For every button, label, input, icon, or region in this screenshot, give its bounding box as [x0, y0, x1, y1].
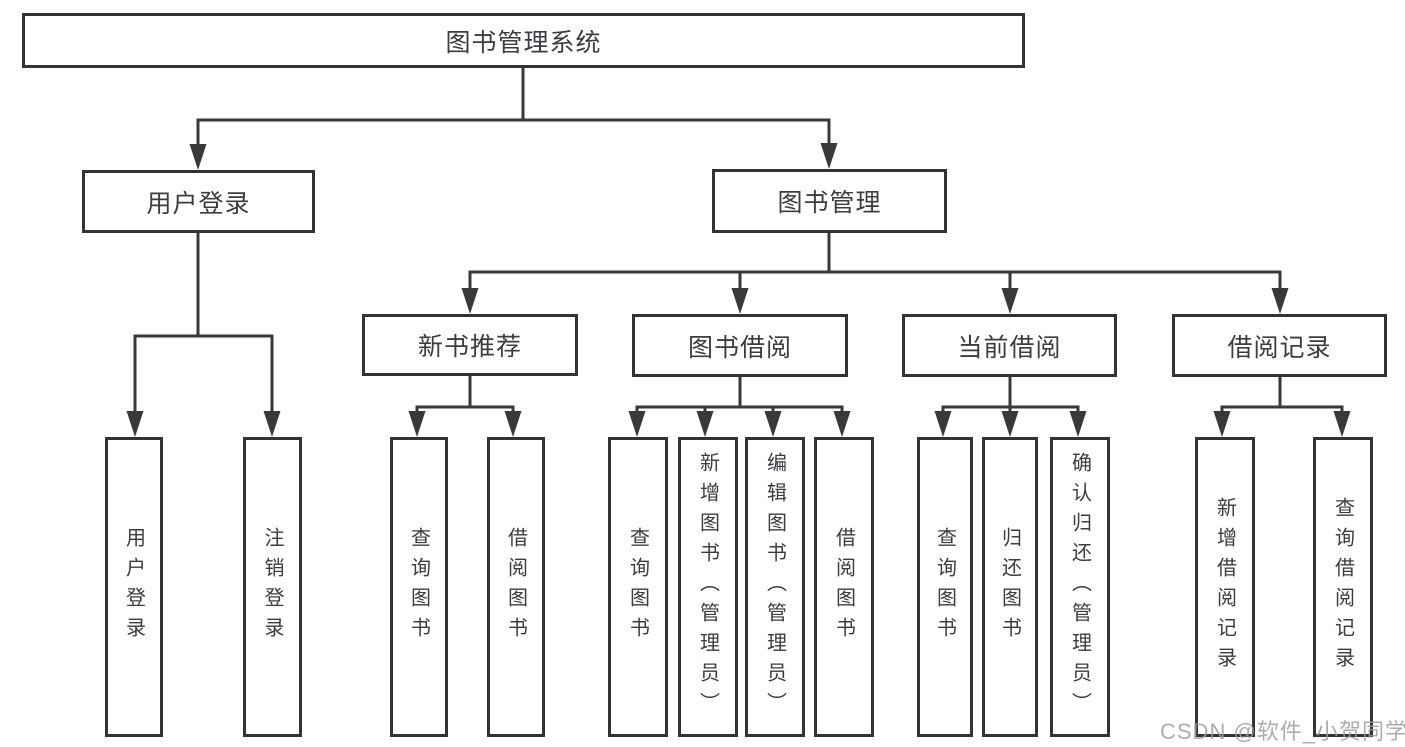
arrowhead-icon	[764, 411, 782, 437]
connector	[1213, 375, 1351, 437]
node-borrowing-records: 借阅记录	[1172, 314, 1387, 377]
node-label: 借阅图书	[504, 527, 527, 647]
node-leaf-query-books-2: 查询图书	[608, 437, 668, 737]
arrowhead-icon	[126, 411, 144, 437]
node-label: 图书管理	[777, 189, 882, 217]
arrowhead-icon	[461, 288, 479, 314]
node-label: 借阅记录	[1227, 333, 1332, 362]
node-label: 查询图书	[933, 527, 956, 647]
node-label: 当前借阅	[957, 333, 1062, 362]
node-label: 新书推荐	[417, 333, 522, 361]
node-label: 查询借阅记录	[1331, 497, 1354, 677]
node-label: 编辑图书（管理员）	[763, 452, 786, 722]
node-label: 新增图书（管理员）	[696, 452, 719, 722]
node-new-book-recommend: 新书推荐	[362, 314, 578, 376]
arrowhead-icon	[1213, 411, 1231, 437]
node-current-borrowing: 当前借阅	[902, 314, 1117, 377]
node-label: 图书借阅	[687, 333, 792, 362]
arrowhead-icon	[696, 411, 714, 437]
node-book-management: 图书管理	[712, 169, 947, 233]
node-leaf-return-books: 归还图书	[982, 437, 1038, 737]
arrowhead-icon	[408, 411, 426, 437]
arrowhead-icon	[189, 144, 207, 170]
arrowhead-icon	[263, 411, 281, 437]
arrowhead-icon	[820, 143, 838, 169]
arrowhead-icon	[1001, 411, 1019, 437]
arrowhead-icon	[628, 411, 646, 437]
arrowhead-icon	[504, 411, 522, 437]
node-book-borrowing: 图书借阅	[632, 314, 848, 377]
arrowhead-icon	[1001, 288, 1019, 314]
arrowhead-icon	[731, 288, 749, 314]
node-label: 归还图书	[998, 527, 1021, 647]
node-label: 查询图书	[626, 527, 649, 647]
arrowhead-icon	[1069, 411, 1087, 437]
node-leaf-add-books-admin: 新增图书（管理员）	[678, 437, 738, 737]
node-label: 新增借阅记录	[1213, 497, 1236, 677]
node-leaf-borrow-books-2: 借阅图书	[814, 437, 874, 737]
node-leaf-query-borrow-record: 查询借阅记录	[1313, 437, 1373, 737]
node-leaf-borrow-books-1: 借阅图书	[487, 437, 545, 737]
connector	[934, 375, 1087, 437]
node-label: 图书管理系统	[445, 28, 602, 57]
watermark: CSDN @软件_小贺同学	[1160, 719, 1405, 744]
connector	[126, 231, 281, 437]
node-leaf-edit-books-admin: 编辑图书（管理员）	[745, 437, 805, 737]
connector	[408, 375, 522, 437]
node-label: 借阅图书	[832, 527, 855, 647]
arrowhead-icon	[1333, 411, 1351, 437]
node-leaf-query-books-3: 查询图书	[917, 437, 973, 737]
node-label: 用户登录	[122, 527, 145, 647]
connector	[461, 231, 1289, 314]
arrowhead-icon	[934, 411, 952, 437]
node-user-login: 用户登录	[82, 170, 315, 233]
connector	[189, 66, 838, 170]
node-leaf-confirm-return-admin: 确认归还（管理员）	[1050, 437, 1110, 737]
node-label: 查询图书	[407, 527, 430, 647]
node-leaf-user-login: 用户登录	[105, 437, 163, 737]
arrowhead-icon	[833, 411, 851, 437]
node-label: 用户登录	[146, 189, 251, 218]
node-label: 确认归还（管理员）	[1068, 452, 1091, 722]
node-leaf-query-books-1: 查询图书	[390, 437, 448, 737]
node-leaf-logout: 注销登录	[243, 437, 302, 737]
connector	[628, 375, 851, 437]
node-root-library-system: 图书管理系统	[22, 13, 1025, 68]
node-label: 注销登录	[261, 527, 283, 647]
arrowhead-icon	[1271, 288, 1289, 314]
node-leaf-add-borrow-record: 新增借阅记录	[1195, 437, 1255, 737]
